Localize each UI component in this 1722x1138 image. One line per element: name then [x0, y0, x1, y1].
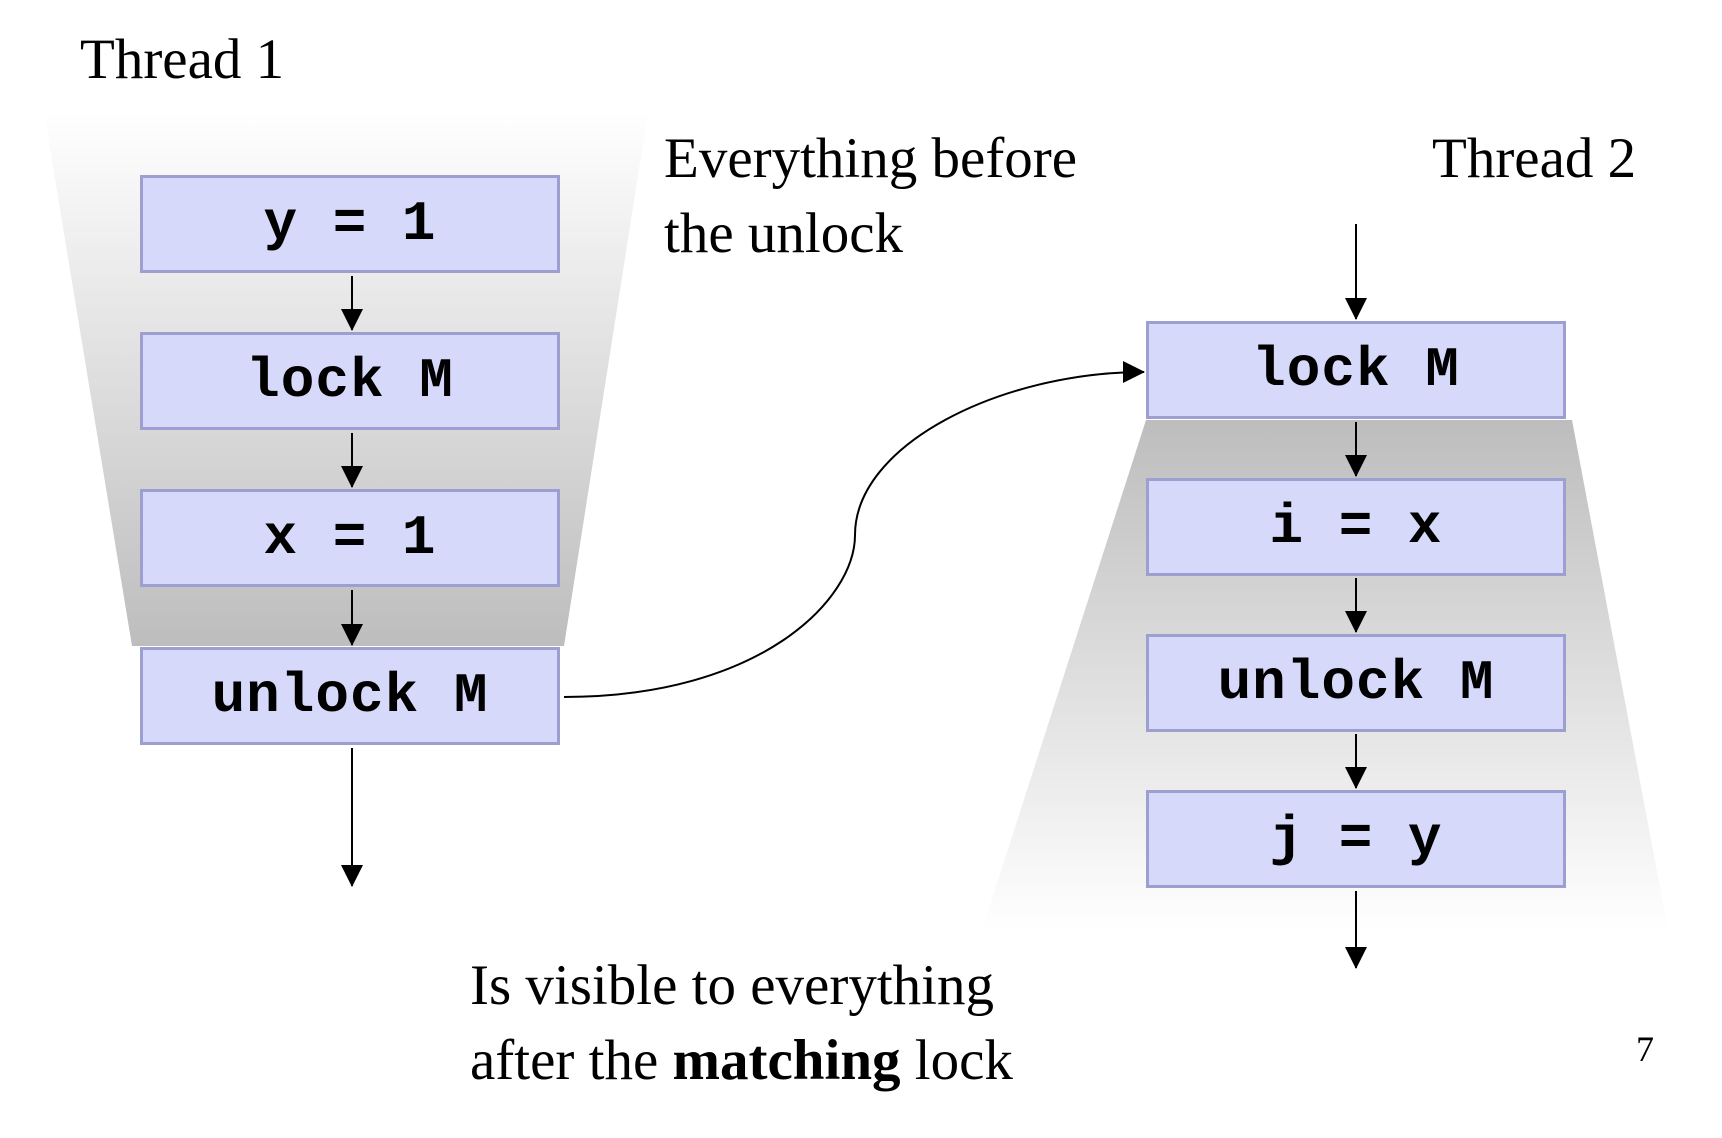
- thread2-step-box: i = x: [1146, 478, 1566, 576]
- thread2-title: Thread 2: [1432, 127, 1637, 190]
- caption-after: Is visible to everything after the match…: [470, 948, 1013, 1098]
- thread1-step-box: y = 1: [140, 175, 560, 273]
- thread2-step-box: unlock M: [1146, 634, 1566, 732]
- thread2-step-box: j = y: [1146, 790, 1566, 888]
- caption-after-emphasis: matching: [672, 1029, 901, 1092]
- unlock-to-lock-connector: [563, 361, 1145, 698]
- thread1-step-box: lock M: [140, 332, 560, 430]
- caption-before-line1: Everything before: [664, 127, 1078, 190]
- caption-after-prefix: after the: [470, 1029, 673, 1092]
- caption-before-line2: the unlock: [664, 202, 904, 265]
- caption-after-line2: after the matching lock: [470, 1023, 1013, 1098]
- caption-before: Everything before the unlock: [664, 121, 1077, 271]
- thread1-title: Thread 1: [80, 28, 285, 91]
- thread2-step-box: lock M: [1146, 321, 1566, 419]
- thread1-step-box: unlock M: [140, 647, 560, 745]
- thread1-step-box: x = 1: [140, 489, 560, 587]
- caption-after-suffix: lock: [900, 1029, 1013, 1092]
- page-number: 7: [1636, 1029, 1654, 1069]
- caption-after-line1: Is visible to everything: [470, 954, 994, 1017]
